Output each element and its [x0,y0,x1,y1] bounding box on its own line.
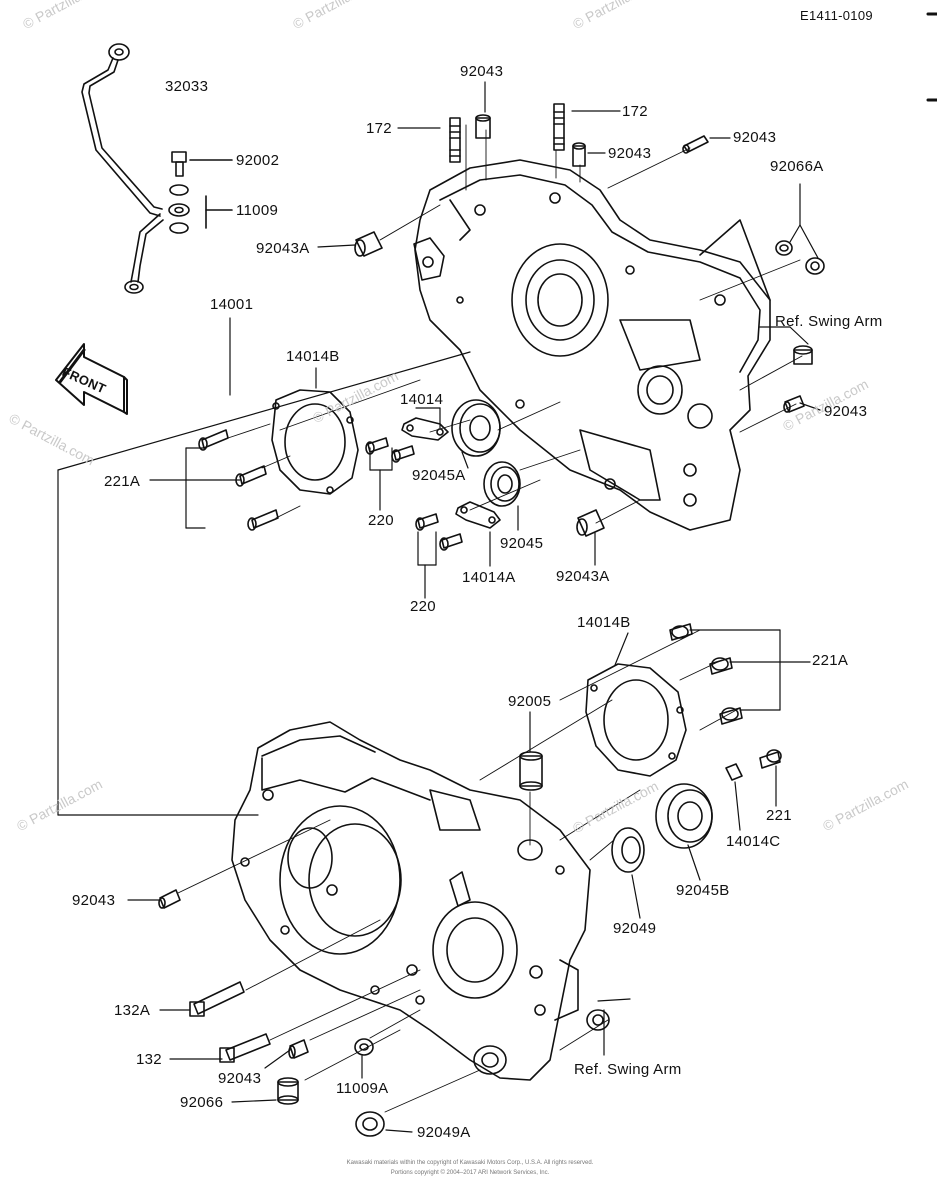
part-label[interactable]: 92043A [256,240,310,257]
part-label[interactable]: 132A [114,1002,151,1019]
part-label[interactable]: 92005 [508,693,552,710]
part-label[interactable]: 92043 [733,129,777,146]
upper-crankcase-half [413,159,771,531]
part-label[interactable]: Ref. Swing Arm [775,313,883,330]
lower-crankcase-half [231,721,591,1081]
bearing-92045a [451,399,501,457]
part-label[interactable]: 92043 [218,1070,262,1087]
part-label[interactable]: 221A [812,652,849,669]
front-arrow-icon [55,343,128,415]
part-label[interactable]: Ref. Swing Arm [574,1061,682,1078]
dowel-pins-92043 [158,114,805,1059]
oil-seal-92049a [355,1111,385,1137]
part-label[interactable]: 220 [368,512,394,529]
screws [189,429,782,1063]
part-label[interactable]: 92045 [500,535,544,552]
part-label[interactable]: 172 [366,120,392,137]
part-label[interactable]: 14014 [400,391,444,408]
part-label[interactable]: 92043 [72,892,116,909]
part-label[interactable]: 14014C [726,833,781,850]
part-label[interactable]: 92045B [676,882,730,899]
banjo-bolt-and-washers [168,151,233,234]
dowel-92005 [519,751,543,791]
oil-seal-92049 [611,827,645,873]
washer-11009a [354,1038,374,1056]
part-label[interactable]: 14001 [210,296,254,313]
alignment-lines [177,124,803,1113]
part-label[interactable]: 221A [104,473,141,490]
stud-172-right [553,103,565,151]
part-label[interactable]: 132 [136,1051,162,1068]
collars [277,231,825,1105]
part-label[interactable]: 220 [410,598,436,615]
stud-172-left [449,117,461,163]
part-label[interactable]: 221 [766,807,792,824]
part-label[interactable]: 14014B [577,614,631,631]
bearing-92045 [483,461,521,507]
part-label[interactable]: 92043 [608,145,652,162]
oil-pipe-32033 [81,43,164,294]
leader-lines [57,81,821,1133]
edge-marks [926,12,937,102]
part-label[interactable]: 92049 [613,920,657,937]
part-label[interactable]: 92066A [770,158,824,175]
copyright-line: Kawasaki materials within the copyright … [346,1160,594,1166]
plates [401,417,743,781]
part-label[interactable]: 92043 [460,63,504,80]
part-label[interactable]: 14014B [286,348,340,365]
part-label[interactable]: 11009 [236,202,279,219]
bearing-92045b [655,783,713,849]
part-label[interactable]: 92066 [180,1094,224,1111]
part-label[interactable]: 32033 [165,78,209,95]
bearing-cover-14014b-upper [271,389,359,495]
part-label[interactable]: 11009A [336,1080,389,1097]
diagram-code: E1411-0109 [800,8,873,23]
part-label[interactable]: 92043 [824,403,868,420]
copyright-line: Portions copyright © 2004–2017 ARI Netwo… [390,1170,550,1176]
part-label[interactable]: 172 [622,103,648,120]
bearing-cover-14014b-lower [585,663,687,777]
part-label[interactable]: 92002 [236,152,280,169]
part-label[interactable]: 92043A [556,568,610,585]
part-label[interactable]: 92045A [412,467,466,484]
part-label[interactable]: 92049A [417,1124,471,1141]
part-label[interactable]: 14014A [462,569,516,586]
